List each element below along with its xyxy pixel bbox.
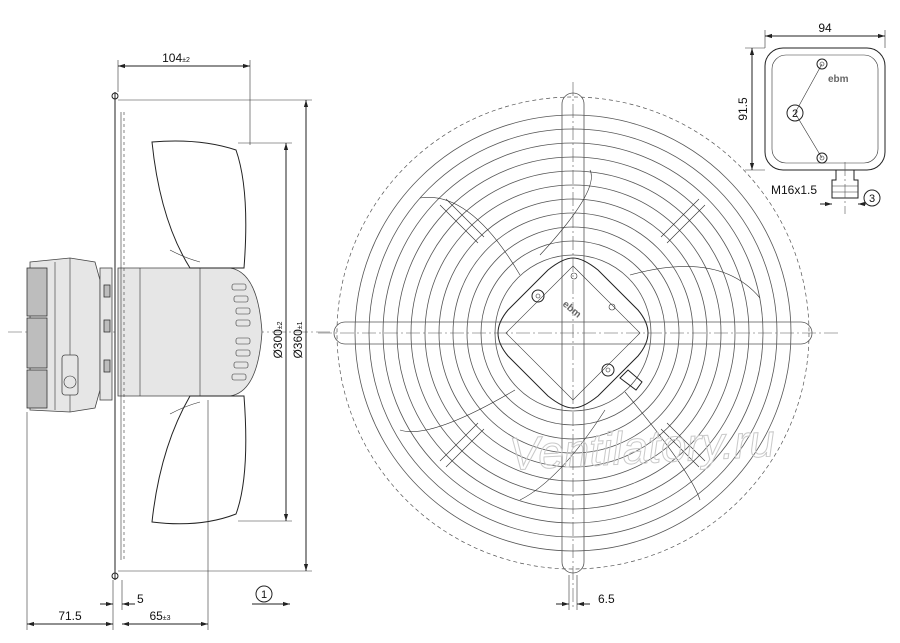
front-view: ebm 6.5 Ventilatory.ru [318, 82, 840, 610]
guard-ring [396, 156, 750, 510]
guard-struts [333, 92, 813, 574]
guard-ring [494, 254, 652, 412]
fan-blades-front [399, 169, 761, 501]
svg-text:71.5: 71.5 [58, 609, 82, 623]
dimension-hole: 6.5 [556, 575, 615, 610]
svg-text:Ø300±2: Ø300±2 [271, 321, 285, 358]
guard-side [111, 92, 125, 580]
guard-ring [466, 226, 680, 440]
rotor-hub [117, 267, 263, 397]
guard-ring [410, 170, 736, 496]
fan-blades-side [151, 140, 247, 525]
dimension-diameter-300: Ø300±2 [238, 142, 292, 522]
callout-1: 1 [252, 585, 290, 607]
guard-ring [480, 240, 666, 426]
hub-cooling-fins [231, 283, 251, 381]
dimension-depth: 104±2 [117, 51, 251, 145]
dimension-diameter-360: Ø360±1 [118, 99, 312, 572]
brand-label-box: ebm [828, 74, 849, 85]
svg-text:6.5: 6.5 [598, 592, 615, 606]
svg-text:91.5: 91.5 [736, 97, 750, 121]
svg-text:M16x1.5: M16x1.5 [771, 183, 817, 197]
svg-text:5: 5 [137, 592, 144, 606]
svg-text:104±2: 104±2 [162, 51, 190, 65]
guard-ring [382, 142, 764, 524]
guard-ring [424, 184, 722, 482]
side-view: 104±2 Ø300±2 Ø360±1 71.5 5 [8, 51, 330, 630]
svg-text:3: 3 [869, 193, 875, 205]
svg-text:Ø360±1: Ø360±1 [291, 321, 305, 358]
guard-ring [438, 198, 708, 468]
watermark: Ventilatory.ru [508, 414, 776, 480]
terminal-box-detail: ebm 2 94 91.5 M16x1.5 3 [736, 21, 886, 214]
guard-rings [354, 114, 792, 552]
svg-text:94: 94 [818, 21, 832, 35]
svg-text:65±3: 65±3 [149, 609, 170, 623]
guard-ring [368, 128, 778, 538]
guard-ring [354, 114, 792, 552]
guard-ring [452, 212, 694, 454]
brand-label-front: ebm [560, 299, 583, 321]
svg-text:2: 2 [792, 108, 798, 120]
svg-text:1: 1 [261, 589, 267, 601]
dimension-bottom: 71.5 5 65±3 [26, 400, 209, 630]
motor-housing [26, 257, 113, 413]
